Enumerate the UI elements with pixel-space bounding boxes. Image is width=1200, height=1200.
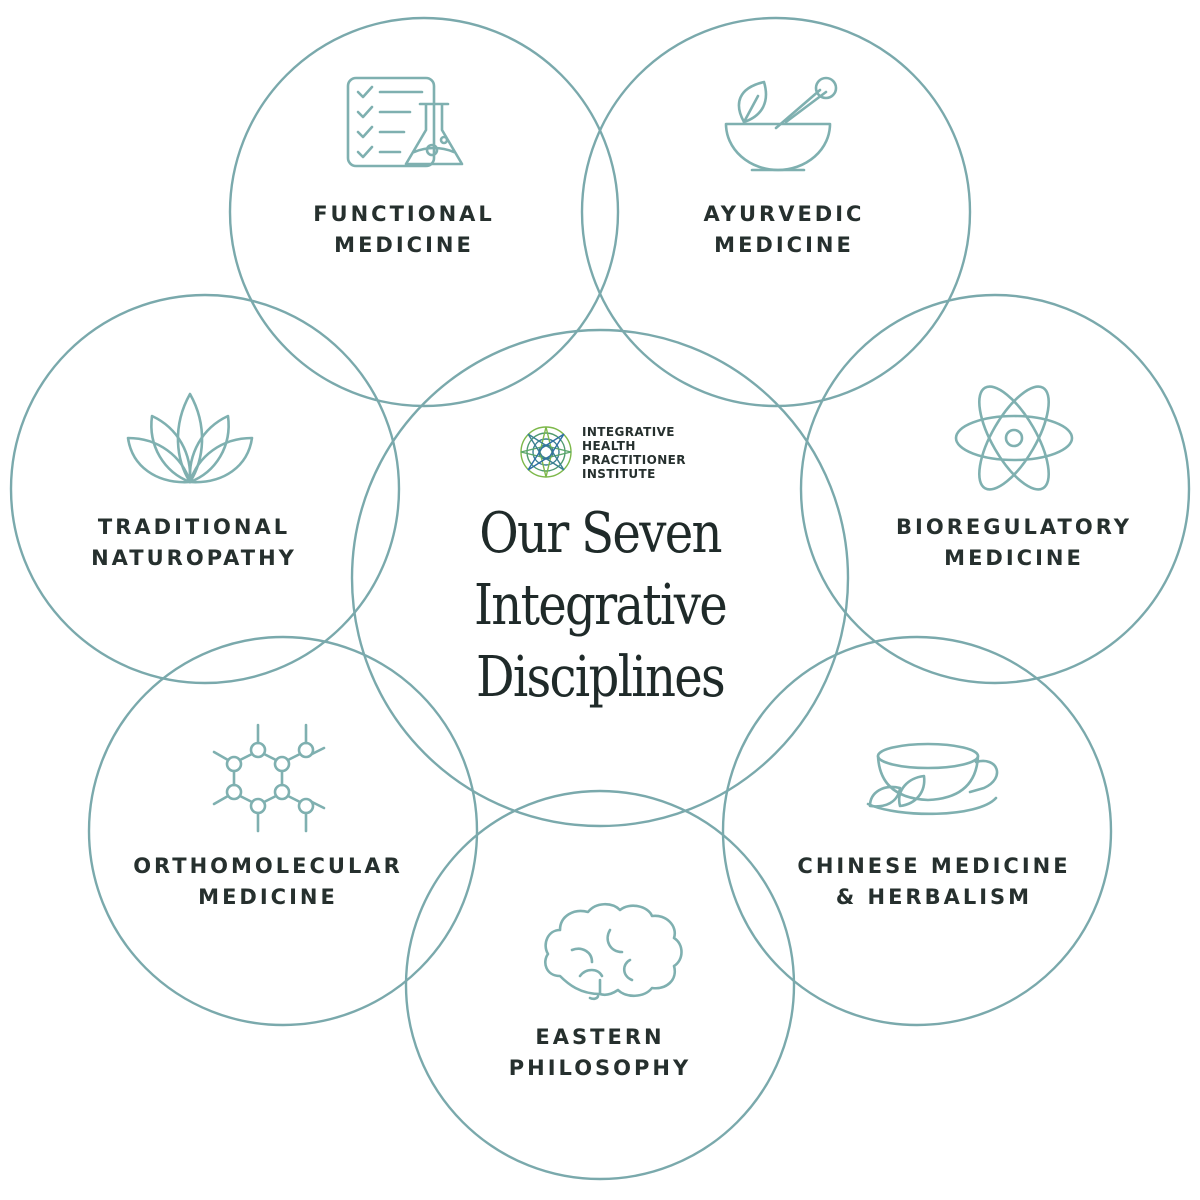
logo-line: INSTITUTE [582,467,656,481]
molecule-icon [212,723,326,833]
teacup-leaf-icon [866,742,999,816]
label-line: BIOREGULATORY [896,515,1132,539]
logo-wordmark: INTEGRATIVE HEALTH PRACTITIONER INSTITUT… [582,425,686,481]
logo-line: HEALTH [582,439,636,453]
title-line: Integrative [473,573,728,638]
label-line: NATUROPATHY [91,546,297,570]
circle-ayurvedic-medicine [580,16,972,408]
logo-line: PRACTITIONER [582,453,686,467]
label-line: TRADITIONAL [97,515,291,539]
label-eastern-philosophy: EASTERN PHILOSOPHY [420,1022,780,1084]
label-traditional-naturopathy: TRADITIONAL NATUROPATHY [14,512,374,574]
lab-checklist-flask-icon [346,76,464,168]
page-title: Our Seven Integrative Disciplines [428,498,772,714]
label-line: MEDICINE [198,885,338,909]
mortar-pestle-leaf-icon [724,76,838,172]
logo-line: INTEGRATIVE [582,425,675,439]
label-line: MEDICINE [334,233,474,257]
circle-functional-medicine [228,16,620,408]
lotus-icon [126,392,254,484]
label-line: MEDICINE [944,546,1084,570]
circle-orthomolecular-medicine [87,635,479,1027]
center-circle [350,328,850,828]
circle-chinese-medicine [721,635,1113,1027]
label-line: CHINESE MEDICINE [797,854,1071,878]
spiral-flower-logo-icon [520,426,572,478]
brain-icon [544,902,683,1001]
label-chinese-medicine-herbalism: CHINESE MEDICINE & HERBALISM [754,851,1114,913]
title-line: Disciplines [475,645,726,710]
title-line: Our Seven [479,501,722,566]
circle-traditional-naturopathy [9,293,401,685]
label-line: FUNCTIONAL [313,202,495,226]
label-line: AYURVEDIC [703,202,865,226]
label-line: PHILOSOPHY [508,1056,692,1080]
label-functional-medicine: FUNCTIONAL MEDICINE [224,199,584,261]
label-line: ORTHOMOLECULAR [133,854,403,878]
circle-bioregulatory-medicine [799,293,1191,685]
atom-icon [954,385,1074,491]
circle-eastern-philosophy [404,789,796,1181]
label-line: MEDICINE [714,233,854,257]
label-line: EASTERN [535,1025,665,1049]
label-line: & HERBALISM [835,885,1033,909]
label-bioregulatory-medicine: BIOREGULATORY MEDICINE [834,512,1194,574]
label-ayurvedic-medicine: AYURVEDIC MEDICINE [604,199,964,261]
label-orthomolecular-medicine: ORTHOMOLECULAR MEDICINE [88,851,448,913]
